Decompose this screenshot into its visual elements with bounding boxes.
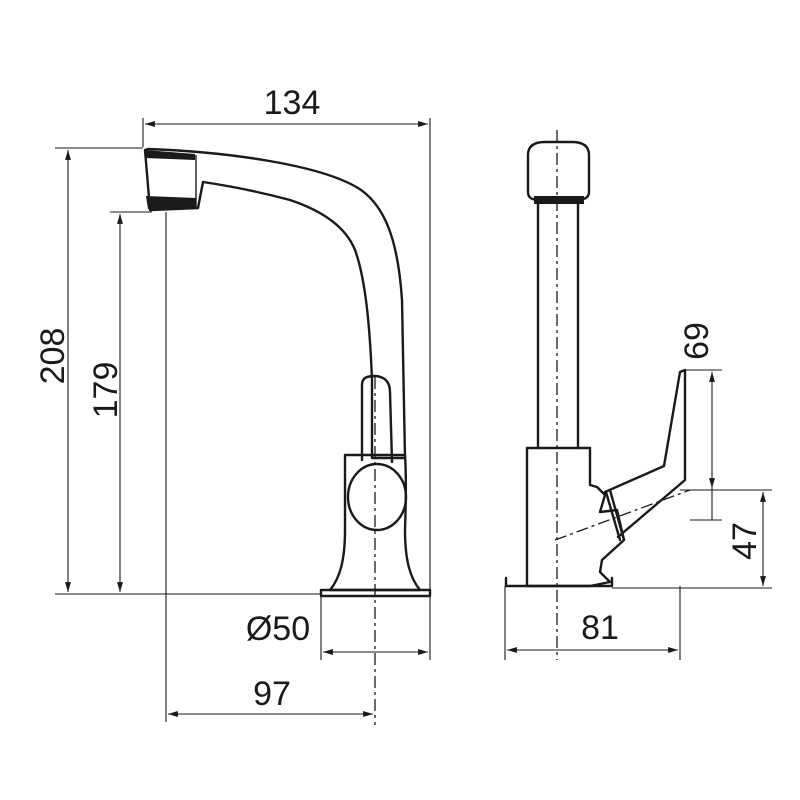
front-lever	[360, 374, 394, 464]
side-spout-column	[536, 202, 580, 450]
front-body	[328, 453, 422, 592]
dim-50-label: Ø50	[246, 610, 310, 648]
front-spout-tip	[145, 150, 196, 209]
side-lever	[603, 368, 687, 539]
dim-179-label: 179	[87, 362, 125, 419]
dim-81-label: 81	[581, 609, 619, 647]
side-base-plate	[504, 576, 614, 588]
front-cartridge-knob	[346, 462, 408, 532]
side-dimensions: 69 47 81	[504, 322, 772, 660]
side-body	[525, 446, 626, 588]
side-spout-cap	[526, 140, 591, 202]
side-lever-axis	[554, 489, 691, 541]
dim-47-label: 47	[726, 522, 764, 560]
front-spout-outline	[143, 147, 407, 460]
side-spout-aerator	[534, 196, 584, 204]
side-view	[504, 130, 691, 660]
side-lever-joint	[608, 488, 626, 542]
side-lever-joint-inner	[604, 490, 622, 542]
front-view	[143, 147, 432, 725]
dim-97-label: 97	[253, 675, 291, 713]
front-dimensions: 134 208 179 Ø50 97	[34, 84, 431, 722]
dim-134-label: 134	[264, 84, 321, 122]
dim-208-label: 208	[34, 328, 72, 385]
dim-69-label: 69	[678, 322, 716, 360]
